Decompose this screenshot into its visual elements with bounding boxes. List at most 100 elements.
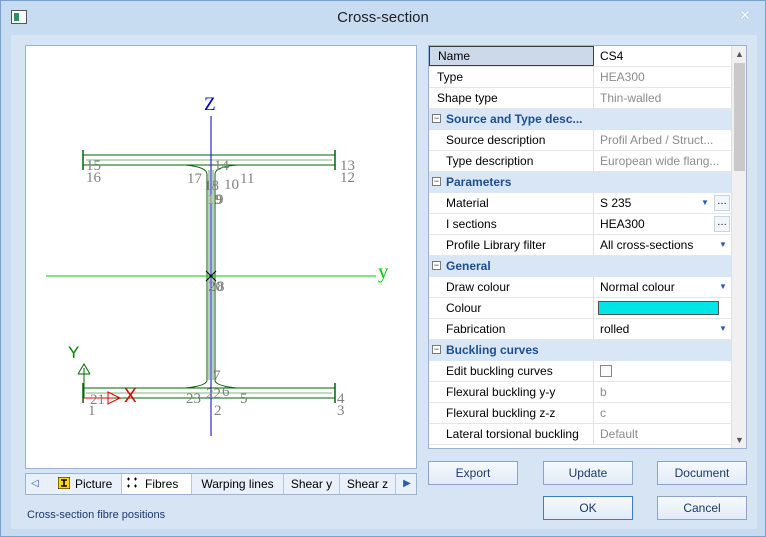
fibre-label: 14 bbox=[214, 158, 230, 174]
fibre-label: 23 bbox=[186, 391, 201, 407]
fibre-label: 9 bbox=[216, 192, 224, 208]
fibre-label: 3 bbox=[337, 403, 345, 419]
tab-picture-label: Picture bbox=[75, 477, 113, 491]
property-value-text: c bbox=[600, 406, 606, 420]
property-value[interactable]: All cross-sections▼ bbox=[595, 235, 731, 255]
property-value-text: b bbox=[600, 385, 607, 399]
scroll-up-icon[interactable]: ▲ bbox=[735, 49, 744, 59]
collapse-icon[interactable]: − bbox=[432, 176, 441, 186]
export-button[interactable]: Export bbox=[428, 461, 518, 485]
ellipsis-button[interactable]: … bbox=[714, 195, 730, 211]
edit-buckling-checkbox[interactable] bbox=[600, 365, 612, 377]
property-name: Material bbox=[429, 193, 594, 213]
fibre-label: 4 bbox=[337, 391, 345, 407]
property-value[interactable]: HEA300 bbox=[595, 67, 731, 87]
fibre-label: 10 bbox=[224, 177, 239, 193]
tab-shear-y[interactable]: Shear y bbox=[284, 474, 340, 494]
property-value[interactable]: b bbox=[595, 382, 731, 402]
local-y-arrow bbox=[77, 363, 91, 398]
property-value[interactable]: CS4 bbox=[595, 46, 731, 66]
dropdown-arrow-icon[interactable]: ▼ bbox=[719, 282, 727, 291]
property-row[interactable]: Edit buckling curves bbox=[429, 361, 731, 382]
property-row[interactable]: Colour bbox=[429, 298, 731, 319]
document-button[interactable]: Document bbox=[657, 461, 747, 485]
property-value[interactable] bbox=[595, 361, 731, 381]
property-value[interactable]: Normal colour▼ bbox=[595, 277, 731, 297]
local-x-arrow bbox=[84, 391, 122, 405]
scroll-down-icon[interactable]: ▼ bbox=[735, 435, 744, 445]
property-value[interactable]: S 235 ▼ … bbox=[595, 193, 731, 213]
grid-category[interactable]: −Parameters bbox=[429, 172, 731, 193]
z-axis-label: Z bbox=[204, 94, 216, 115]
profile-fillet bbox=[184, 164, 208, 175]
grid-category[interactable]: −General bbox=[429, 256, 731, 277]
property-value-text: HEA300 bbox=[600, 70, 645, 84]
collapse-icon[interactable]: − bbox=[432, 260, 441, 270]
tab-warping-lines-label: Warping lines bbox=[201, 477, 274, 491]
cancel-button[interactable]: Cancel bbox=[657, 496, 747, 520]
fibre-label: 19 bbox=[207, 192, 222, 208]
fibre-points-icon bbox=[126, 475, 140, 495]
i-section-icon bbox=[57, 475, 71, 495]
tab-warping-lines[interactable]: Warping lines bbox=[192, 474, 284, 494]
tab-scroll-right-icon[interactable]: ▶ bbox=[403, 478, 411, 489]
property-name: Flexural buckling z-z bbox=[429, 403, 594, 423]
property-row[interactable]: Material S 235 ▼ … bbox=[429, 193, 731, 214]
property-value[interactable]: Thin-walled bbox=[595, 88, 731, 108]
colour-swatch[interactable] bbox=[598, 301, 719, 315]
property-value-text: rolled bbox=[600, 322, 630, 336]
collapse-icon[interactable]: − bbox=[432, 113, 441, 123]
ellipsis-button[interactable]: … bbox=[714, 216, 730, 232]
close-icon: ✕ bbox=[739, 7, 751, 23]
status-text: Cross-section fibre positions bbox=[27, 509, 166, 521]
tab-picture[interactable]: Picture bbox=[54, 474, 122, 494]
category-label: Parameters bbox=[446, 175, 512, 189]
close-button[interactable]: ✕ bbox=[731, 5, 759, 25]
title-bar[interactable]: Cross-section ✕ bbox=[1, 1, 765, 35]
property-row[interactable]: Flexural buckling z-z c bbox=[429, 403, 731, 424]
scroll-thumb[interactable] bbox=[734, 63, 745, 171]
ok-button[interactable]: OK bbox=[543, 496, 633, 520]
property-grid-scrollbar[interactable]: ▲ ▼ bbox=[731, 46, 746, 448]
tab-shear-z-label: Shear z bbox=[346, 477, 389, 491]
property-value[interactable]: Profil Arbed / Struct... bbox=[595, 130, 731, 150]
update-button[interactable]: Update bbox=[543, 461, 633, 485]
tab-fibres[interactable]: Fibres bbox=[122, 474, 192, 494]
window-menu-icon[interactable] bbox=[11, 10, 27, 24]
grid-category[interactable]: −Buckling curves bbox=[429, 340, 731, 361]
collapse-icon[interactable]: − bbox=[432, 344, 441, 354]
tab-shear-z[interactable]: Shear z bbox=[340, 474, 396, 494]
grid-category[interactable]: −Source and Type desc... bbox=[429, 109, 731, 130]
property-value[interactable] bbox=[595, 298, 731, 318]
property-value-text: S 235 bbox=[600, 196, 632, 210]
fibre-label: 7 bbox=[213, 368, 221, 384]
property-name: Shape type bbox=[429, 88, 594, 108]
property-value[interactable]: European wide flang... bbox=[595, 151, 731, 171]
property-value[interactable]: rolled ▼ bbox=[595, 319, 731, 339]
dropdown-arrow-icon[interactable]: ▼ bbox=[701, 198, 709, 207]
property-value-text: CS4 bbox=[600, 49, 624, 63]
fibre-label: 8 bbox=[217, 279, 225, 295]
fibre-label: 6 bbox=[222, 384, 230, 400]
property-value[interactable]: HEA300… bbox=[595, 214, 731, 234]
dropdown-arrow-icon[interactable]: ▼ bbox=[719, 324, 727, 333]
tab-scroll-left-icon[interactable]: ◁ bbox=[31, 478, 39, 489]
dropdown-arrow-icon[interactable]: ▼ bbox=[719, 240, 727, 249]
origin-marker bbox=[205, 270, 217, 282]
property-value[interactable]: Default bbox=[595, 424, 731, 444]
property-value[interactable]: c bbox=[595, 403, 731, 423]
